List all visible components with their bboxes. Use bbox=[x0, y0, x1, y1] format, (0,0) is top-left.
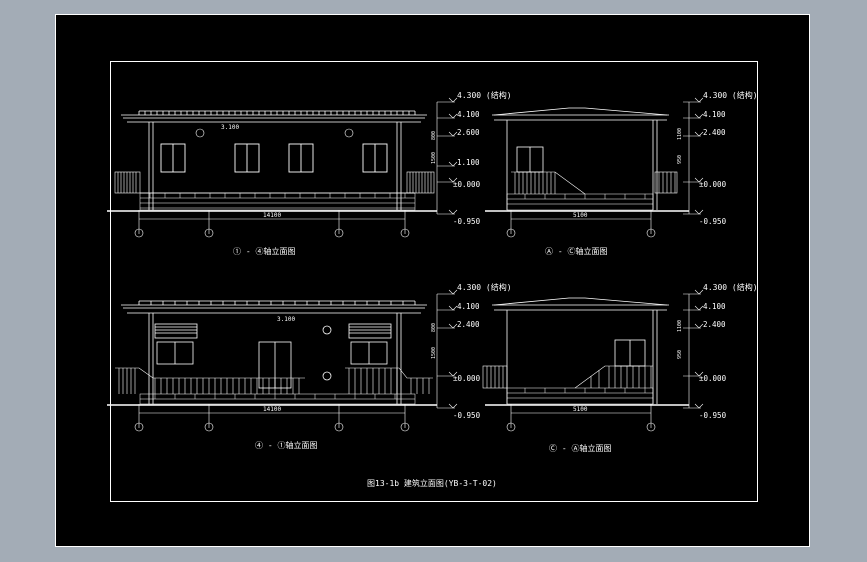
level-2: 2.400 bbox=[457, 320, 480, 329]
level-bottom: -0.950 bbox=[699, 411, 727, 420]
vertical-dim-label: 1500 bbox=[431, 347, 437, 359]
level-0: ±0.000 bbox=[699, 180, 727, 189]
total-length: 14100 bbox=[263, 406, 281, 413]
vertical-dim-label: 1500 bbox=[431, 152, 437, 164]
inner-border bbox=[110, 61, 758, 502]
brick-base bbox=[506, 387, 654, 405]
vertical-dim-label: 950 bbox=[677, 155, 683, 164]
level-1: 4.100 bbox=[457, 302, 480, 311]
level-2: 2.400 bbox=[703, 320, 726, 329]
level-top: 4.300 (结构) bbox=[703, 90, 758, 100]
level-bottom: -0.950 bbox=[699, 217, 727, 226]
level-0: ±0.000 bbox=[453, 374, 481, 383]
elev-br: 4.300 (结构) 4.100 2.400 ±0.000 -0.950 510… bbox=[482, 282, 758, 453]
sheet-title: 图13-1b 建筑立面图(YB-3-T-02) bbox=[367, 478, 497, 488]
vertical-dim-label: 1100 bbox=[677, 128, 683, 140]
railings bbox=[115, 367, 433, 394]
level-0: ±0.000 bbox=[453, 180, 481, 189]
level-1: 4.100 bbox=[703, 110, 726, 119]
total-length: 5100 bbox=[573, 406, 588, 413]
vertical-dim-label: 1100 bbox=[677, 320, 683, 332]
ground-and-axes bbox=[485, 289, 704, 432]
railings bbox=[114, 171, 435, 194]
drawing-canvas[interactable]: 4.300 (结构) 4.100 2.600 1.100 ±0.000 -0.9… bbox=[55, 14, 810, 547]
view-title: ① - ④轴立面图 bbox=[233, 246, 295, 256]
view-title: Ⓒ - Ⓐ轴立面图 bbox=[549, 443, 611, 453]
elev-tl: 4.300 (结构) 4.100 2.600 1.100 ±0.000 -0.9… bbox=[107, 90, 512, 256]
stair-rail bbox=[511, 171, 678, 195]
vertical-dim-label: 800 bbox=[431, 131, 437, 140]
vertical-dim-label: 950 bbox=[677, 350, 683, 359]
vertical-dim-label: 800 bbox=[431, 323, 437, 332]
level-top: 4.300 (结构) bbox=[457, 282, 512, 292]
roof bbox=[492, 297, 669, 404]
level-1: 4.100 bbox=[703, 302, 726, 311]
level-top: 4.300 (结构) bbox=[457, 90, 512, 100]
level-2: 2.600 bbox=[457, 128, 480, 137]
roof-tiles bbox=[138, 110, 416, 115]
total-length: 5100 bbox=[573, 212, 588, 219]
walls bbox=[140, 122, 415, 210]
windows bbox=[160, 143, 388, 173]
roof bbox=[121, 300, 427, 404]
outer-border bbox=[55, 14, 810, 547]
roof bbox=[492, 107, 669, 210]
level-1: 4.100 bbox=[457, 110, 480, 119]
total-length: 14100 bbox=[263, 212, 281, 219]
ground-and-axes bbox=[485, 97, 704, 238]
level-top: 4.300 (结构) bbox=[703, 282, 758, 292]
elev-bl: 4.300 (结构) 4.100 2.400 ±0.000 -0.950 3.1… bbox=[107, 282, 512, 450]
level-markers bbox=[436, 97, 458, 215]
elevation-drawing: 4.300 (结构) 4.100 2.600 1.100 ±0.000 -0.9… bbox=[55, 14, 810, 547]
roof bbox=[121, 110, 427, 123]
door bbox=[516, 146, 544, 173]
door bbox=[614, 339, 646, 367]
level-2: 2.400 bbox=[703, 128, 726, 137]
brick-base bbox=[139, 192, 416, 211]
roof-level: 3.100 bbox=[277, 316, 295, 323]
brick-base bbox=[139, 393, 416, 405]
brick-base bbox=[506, 193, 654, 211]
ground-and-axes bbox=[107, 128, 437, 238]
roof-level: 3.100 bbox=[221, 124, 239, 131]
level-bottom: -0.950 bbox=[453, 411, 481, 420]
ground-and-axes bbox=[107, 289, 458, 432]
view-title: Ⓐ - Ⓒ轴立面图 bbox=[545, 246, 607, 256]
windows-and-doors bbox=[154, 323, 392, 389]
level-3: 1.100 bbox=[457, 158, 480, 167]
elev-tr: 4.300 (结构) 4.100 2.400 ±0.000 -0.950 510… bbox=[485, 90, 758, 256]
level-bottom: -0.950 bbox=[453, 217, 481, 226]
level-0: ±0.000 bbox=[699, 374, 727, 383]
view-title: ④ - ①轴立面图 bbox=[255, 440, 317, 450]
stair-rail bbox=[482, 365, 653, 389]
